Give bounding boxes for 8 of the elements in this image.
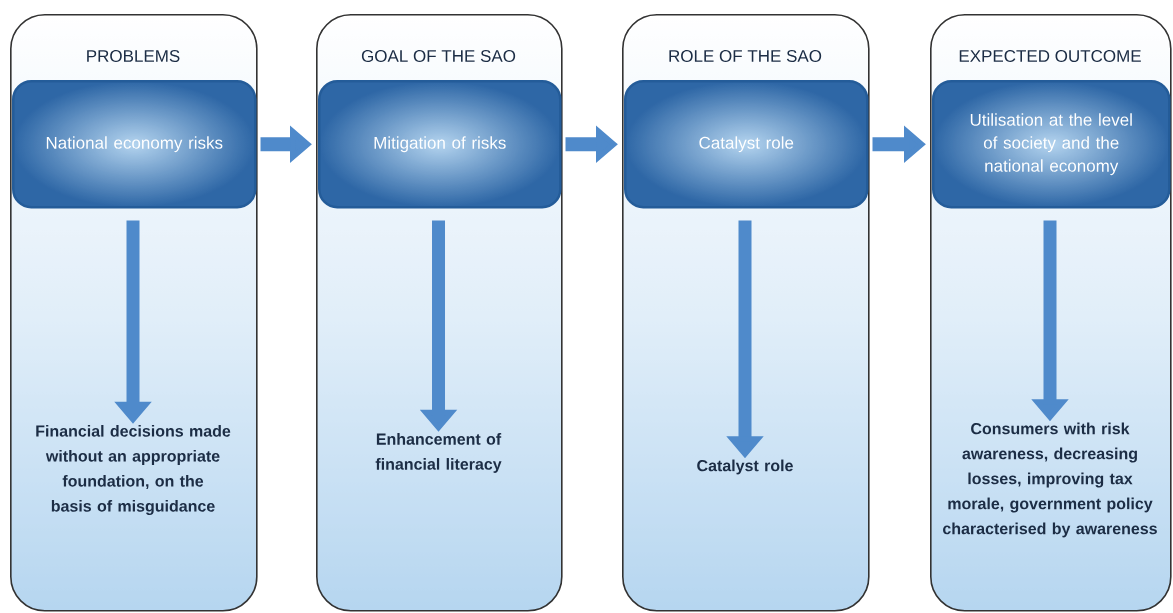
process-box: Utilisation at the level of society and the national economy	[932, 80, 1171, 209]
outcome-text: Catalyst role	[697, 459, 793, 475]
process-box: National economy risks	[12, 80, 257, 209]
process-box: Catalyst role	[624, 80, 869, 209]
outcome-text: Financial decisions made without an appropriate foundation, on the basis of misguidance	[36, 425, 231, 515]
outcome-text: Enhancement of financial literacy	[375, 433, 502, 473]
outcome-text: Consumers with risk awareness, decreasing losses, improving tax morale, government policy characterised by awareness	[943, 422, 1157, 538]
process-box: Mitigation of risks	[318, 80, 562, 209]
